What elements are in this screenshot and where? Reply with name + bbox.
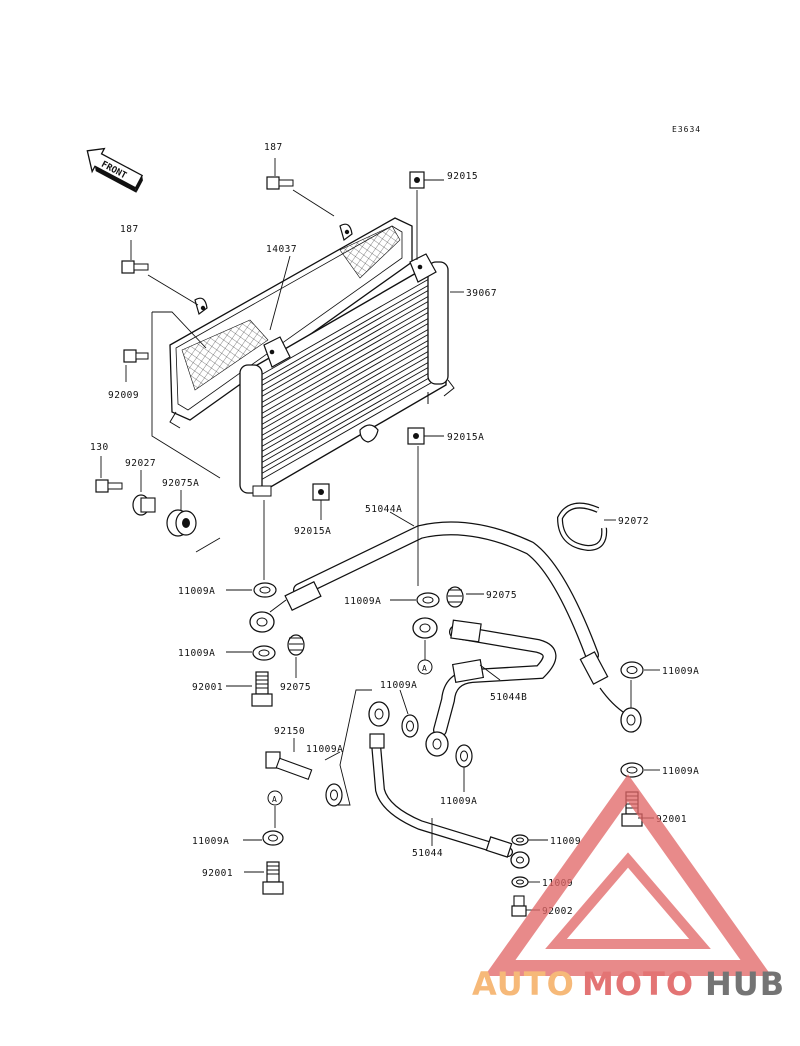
- ref-a-label-2: A: [272, 795, 277, 804]
- label-92015A-right: 92015A: [447, 432, 484, 443]
- label-51044: 51044: [412, 848, 443, 859]
- label-92001-3: 92001: [656, 814, 687, 825]
- clip-nut-top: [409, 171, 425, 189]
- ref-marker-a-2: A: [267, 790, 283, 806]
- label-11009A-5: 11009A: [380, 680, 417, 691]
- label-92027: 92027: [125, 458, 156, 469]
- label-11009A-1: 11009A: [178, 586, 215, 597]
- hose-51044A: [249, 521, 642, 733]
- bolt-130: [95, 479, 123, 493]
- washer-11009A-1: [253, 582, 277, 598]
- label-11009A-4: 11009A: [662, 666, 699, 677]
- washer-11009A-3: [252, 645, 276, 661]
- bolt-92002: [511, 895, 527, 917]
- label-92075-2: 92075: [280, 682, 311, 693]
- label-11009A-9: 11009A: [192, 836, 229, 847]
- ref-a-label-1: A: [422, 664, 427, 673]
- label-92072: 92072: [618, 516, 649, 527]
- washer-11009A-2: [416, 592, 440, 608]
- watermark-logo: AUTO MOTO HUB: [472, 774, 785, 1003]
- label-51044B: 51044B: [490, 692, 527, 703]
- label-11009A-8: 11009A: [440, 796, 477, 807]
- cooler-fins: [251, 274, 437, 486]
- washer-11009A-9: [262, 830, 284, 846]
- watermark-moto: MOTO: [582, 965, 694, 1003]
- grommet-92075-1: [446, 586, 464, 608]
- label-187-top: 187: [264, 142, 283, 153]
- washer-11009-1: [511, 834, 529, 846]
- label-92001-1: 92001: [192, 682, 223, 693]
- banjo-bolt-92001-2: [262, 861, 284, 895]
- ref-marker-a-1: A: [417, 659, 433, 675]
- hose-clamp-92072: [556, 502, 608, 552]
- label-11009A-7: 11009A: [662, 766, 699, 777]
- washer-11009A-5: [401, 714, 419, 738]
- front-arrow-icon: FRONT: [86, 147, 144, 193]
- clip-nut-right: [407, 427, 425, 445]
- label-92075A: 92075A: [162, 478, 199, 489]
- label-14037: 14037: [266, 244, 297, 255]
- part-labels: 187 187 14037 92015 39067 92009 92015A 1…: [90, 142, 699, 917]
- watermark-hub: HUB: [705, 965, 785, 1003]
- pipe-51044: [368, 701, 530, 869]
- label-92001-2: 92001: [202, 868, 233, 879]
- bolt-187-top: [266, 176, 294, 190]
- oil-cooler-core: [239, 253, 455, 497]
- bolt-92009: [123, 349, 149, 363]
- washer-11009A-7: [325, 783, 343, 807]
- label-92075-1: 92075: [486, 590, 517, 601]
- washer-11009A-4: [620, 661, 644, 679]
- label-11009A-3: 11009A: [178, 648, 215, 659]
- bolt-92150: [265, 751, 313, 781]
- washer-11009A-8: [620, 762, 644, 778]
- grommet-92075A: [166, 509, 197, 537]
- label-92015A-bottom: 92015A: [294, 526, 331, 537]
- washer-11009A-6: [455, 744, 473, 768]
- watermark-auto: AUTO: [472, 965, 575, 1003]
- label-130: 130: [90, 442, 109, 453]
- banjo-bolt-92001-1: [251, 671, 273, 707]
- bolt-187-left: [121, 260, 149, 274]
- hose-51044B: [412, 617, 557, 757]
- label-51044A: 51044A: [365, 504, 402, 515]
- label-92015: 92015: [447, 171, 478, 182]
- label-187-left: 187: [120, 224, 139, 235]
- radiator-guard: [169, 217, 413, 429]
- label-11009-1: 11009: [550, 836, 581, 847]
- label-92009: 92009: [108, 390, 139, 401]
- clip-nut-bottom: [312, 483, 330, 501]
- label-11009A-2: 11009A: [344, 596, 381, 607]
- grommet-92075-2: [287, 634, 305, 656]
- collar-92027: [132, 494, 156, 516]
- label-92002: 92002: [542, 906, 573, 917]
- label-39067: 39067: [466, 288, 497, 299]
- washer-11009-2: [511, 876, 529, 888]
- label-92150: 92150: [274, 726, 305, 737]
- label-11009A-6: 11009A: [306, 744, 343, 755]
- diagram-code: E3634: [672, 125, 701, 134]
